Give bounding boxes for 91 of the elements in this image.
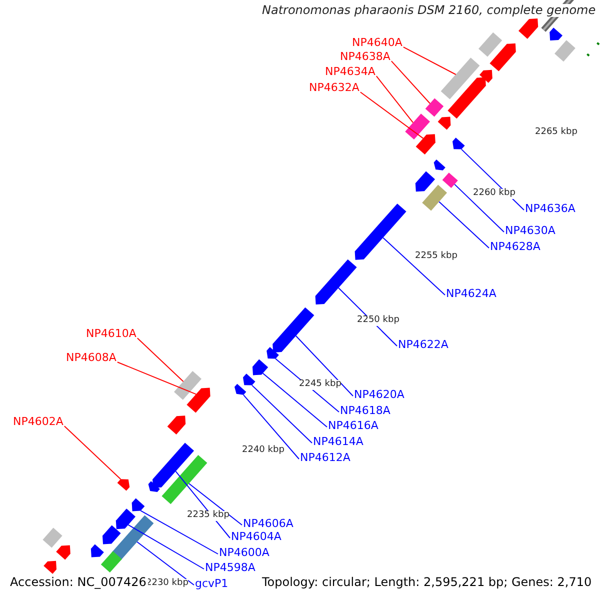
leader-line	[64, 426, 122, 480]
scale-label: 2265 kbp	[535, 128, 578, 138]
gene-label: NP4624A	[446, 288, 496, 300]
footer-note: Topology: circular; Length: 2,595,221 bp; Genes: 2,710	[260, 576, 594, 590]
gene-block	[405, 114, 430, 140]
gene-marker	[252, 359, 268, 376]
gene-block	[174, 371, 202, 400]
gene-marker	[438, 116, 451, 130]
scale-label: 2245 kbp	[299, 380, 342, 390]
gene-label: NP4638A	[340, 51, 390, 64]
leader-line	[461, 148, 524, 210]
footer-note: Accession: NC_007426	[8, 576, 148, 590]
scale-label: 2250 kbp	[357, 316, 400, 326]
gene-block	[112, 515, 154, 561]
gene-marker	[167, 416, 186, 434]
leader-line	[136, 338, 184, 382]
gene-block	[554, 40, 576, 62]
leader-line	[140, 510, 218, 554]
gene-marker	[152, 442, 194, 488]
gene-marker	[518, 18, 538, 39]
leader-line	[188, 483, 242, 526]
gene-marker	[116, 508, 136, 530]
gene-marker	[452, 138, 465, 150]
leader-line	[360, 92, 424, 139]
gene-block	[42, 528, 62, 548]
leader-line	[402, 46, 456, 75]
gene-label: NP4610A	[86, 328, 136, 340]
gene-marker	[132, 498, 145, 512]
gene-marker	[44, 560, 56, 574]
gene-marker	[234, 384, 246, 395]
leader-line	[243, 394, 300, 460]
gene-marker	[550, 28, 562, 40]
gene-marker	[448, 77, 486, 119]
gene-marker	[117, 479, 130, 491]
leader-line	[295, 335, 354, 396]
scale-label: 2235 kbp	[187, 511, 230, 521]
map-title: Natronomonas pharaonis DSM 2160, complete genome	[262, 4, 596, 18]
gene-block	[442, 172, 458, 188]
gene-block	[425, 98, 444, 117]
gene-block	[162, 455, 208, 504]
gene-label: NP4622A	[398, 339, 448, 352]
gene-label: NP4600A	[219, 547, 270, 560]
gene-label: NP4614A	[313, 436, 364, 448]
gene-marker	[354, 204, 406, 260]
gene-marker	[272, 307, 314, 352]
gene-marker	[90, 544, 104, 558]
gene-marker	[415, 171, 435, 192]
gene-label: NP4618A	[340, 405, 390, 418]
gene-block	[440, 58, 480, 100]
leader-line	[454, 184, 504, 232]
gene-marker	[243, 374, 256, 386]
gene-label: NP4612A	[300, 452, 350, 464]
gene-marker	[56, 545, 70, 560]
scale-label: 2255 kbp	[415, 252, 458, 262]
scale-label: 2260 kbp	[473, 189, 516, 199]
leader-line	[128, 524, 204, 570]
leader-line	[252, 384, 312, 444]
gene-marker	[148, 481, 160, 492]
gene-label: NP4604A	[231, 531, 282, 544]
leader-line	[136, 541, 194, 586]
gene-marker	[186, 388, 210, 413]
leader-line	[390, 60, 430, 104]
gene-marker	[266, 347, 279, 359]
gene-block	[100, 551, 122, 572]
gene-marker	[416, 134, 436, 154]
leader-line	[175, 470, 230, 538]
gene-marker	[315, 259, 357, 304]
gene-label: NP4620A	[354, 389, 404, 402]
leader-line	[262, 372, 328, 428]
gene-label: NP4630A	[505, 225, 556, 238]
leader-line	[376, 76, 414, 124]
gene-label: gcvP1	[195, 578, 228, 590]
gene-block	[422, 184, 447, 211]
leader-line	[438, 201, 490, 248]
leader-line	[382, 237, 446, 296]
gene-label: NP4636A	[525, 203, 576, 216]
gene-label: NP4608A	[66, 352, 116, 364]
gene-label: NP4616A	[328, 420, 378, 432]
gene-label: NP4606A	[243, 518, 294, 530]
gene-label: NP4602A	[13, 416, 64, 428]
gene-marker	[102, 525, 121, 544]
gene-marker	[490, 43, 516, 72]
gene-label: NP4640A	[352, 37, 402, 50]
gene-label: NP4598A	[205, 562, 256, 574]
gene-label: NP4628A	[490, 241, 540, 254]
gene-block	[478, 32, 502, 57]
scale-label: 2240 kbp	[242, 446, 284, 456]
gene-label: NP4632A	[309, 82, 360, 94]
gene-label: NP4634A	[325, 66, 376, 78]
gene-marker	[434, 160, 446, 170]
leader-line	[116, 362, 196, 395]
